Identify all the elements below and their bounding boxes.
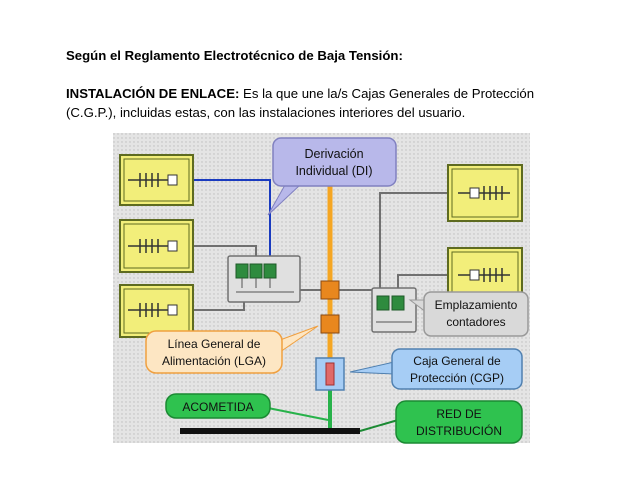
lga-label-line2: Alimentación (LGA)	[162, 354, 266, 368]
text-block: Según el Reglamento Electrotécnico de Ba…	[66, 46, 626, 122]
contadores-label-line1: Emplazamiento	[435, 298, 518, 312]
di-callout: Derivación Individual (DI)	[267, 137, 397, 216]
contadores-callout: Emplazamiento contadores	[408, 291, 529, 337]
cgp-box	[315, 357, 345, 391]
junction-box-upper	[320, 280, 340, 300]
acometida-label: ACOMETIDA	[182, 400, 253, 414]
definition-paragraph: INSTALACIÓN DE ENLACE: Es la que une la/…	[66, 84, 626, 122]
red-connector	[359, 419, 399, 432]
left-panel-3	[119, 284, 194, 338]
right-meter-box	[371, 287, 417, 333]
di-label-line1: Derivación	[304, 147, 363, 161]
left-panel-1	[119, 154, 194, 206]
cgp-label-line2: Protección (CGP)	[410, 371, 504, 385]
red-label-line1: RED DE	[436, 407, 481, 421]
definition-line1: Es la que une la/s Cajas Generales de Pr…	[239, 86, 535, 101]
distribution-bar	[180, 428, 360, 434]
definition-term: INSTALACIÓN DE ENLACE:	[66, 86, 240, 101]
definition-line2: (C.G.P.), incluidas estas, con las insta…	[66, 105, 466, 120]
left-panel-2	[119, 219, 194, 273]
cgp-label-line1: Caja General de	[413, 354, 501, 368]
lga-callout: Línea General de Alimentación (LGA)	[145, 325, 319, 374]
contadores-label-line2: contadores	[446, 315, 505, 329]
cgp-callout: Caja General de Protección (CGP)	[349, 348, 523, 390]
heading: Según el Reglamento Electrotécnico de Ba…	[66, 48, 403, 63]
di-label-line2: Individual (DI)	[295, 164, 372, 178]
red-callout: RED DE DISTRIBUCIÓN	[395, 400, 523, 444]
lga-label-line1: Línea General de	[168, 337, 261, 351]
acometida-callout: ACOMETIDA	[165, 393, 329, 421]
junction-box-lower	[320, 314, 340, 334]
left-meter-box	[227, 255, 301, 303]
red-label-line2: DISTRIBUCIÓN	[416, 423, 502, 438]
right-panel-1	[447, 164, 523, 222]
